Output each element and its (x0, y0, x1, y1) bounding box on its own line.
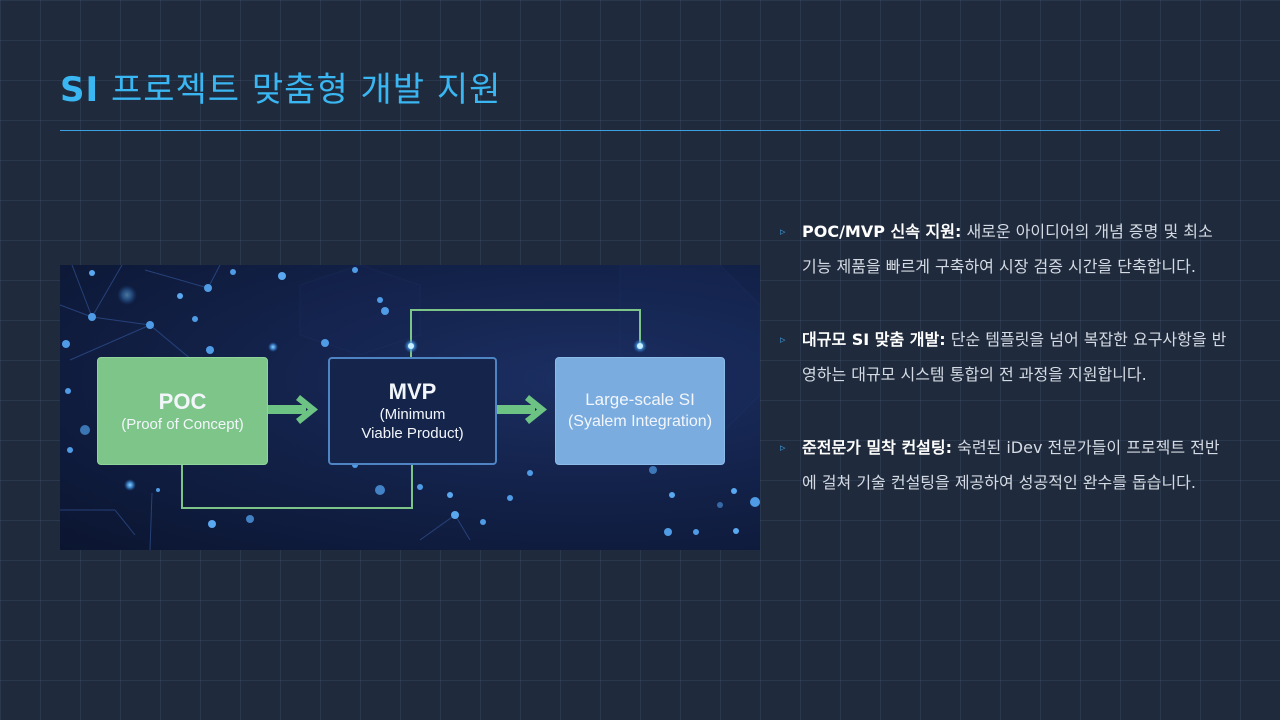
arrow-mvp-to-si (497, 395, 547, 424)
feature-text: 단순 템플릿을 넘어 복잡한 요구사항을 반영하는 대규모 시스템 통합의 전 … (802, 330, 1227, 384)
diagram-box-large-scale-si: Large-scale SI (Syalem Integration) (555, 357, 725, 465)
feature-label: 준전문가 밀착 컨설팅: (802, 438, 953, 457)
feature-text: 숙련된 iDev 전문가들이 프로젝트 전반에 걸쳐 기술 컨설팅을 제공하여 … (802, 438, 1220, 492)
feature-label: POC/MVP 신속 지원: (802, 222, 962, 241)
feature-text: 새로운 아이디어의 개념 증명 및 최소 기능 제품을 빠르게 구축하여 시장 … (802, 222, 1213, 276)
top-connector (410, 309, 641, 357)
mvp-subtitle-line-1: (Minimum (379, 406, 446, 423)
arrow-poc-to-mvp (268, 395, 318, 424)
feature-item-consulting: ▹ 준전문가 밀착 컨설팅: 숙련된 iDev 전문가들이 프로젝트 전반에 걸… (780, 430, 1230, 500)
page-title: SI 프로젝트 맞춤형 개발 지원 (60, 62, 501, 111)
feature-label: 대규모 SI 맞춤 개발: (802, 330, 946, 349)
page-title-prefix: SI (60, 70, 100, 110)
mvp-subtitle-line-2: Viable Product) (361, 425, 464, 442)
flow-diagram-image: POC (Proof of Concept) MVP (Minimum Viab… (60, 265, 760, 550)
feature-item-large-si: ▹ 대규모 SI 맞춤 개발: 단순 템플릿을 넘어 복잡한 요구사항을 반영하… (780, 322, 1230, 392)
diagram-box-poc: POC (Proof of Concept) (97, 357, 268, 465)
mvp-title: MVP (388, 379, 437, 404)
diagram-box-mvp: MVP (Minimum Viable Product) (328, 357, 497, 465)
si-title: Large-scale SI (585, 390, 695, 409)
feature-item-poc-mvp: ▹ POC/MVP 신속 지원: 새로운 아이디어의 개념 증명 및 최소 기능… (780, 214, 1230, 284)
triangle-bullet-icon: ▹ (780, 441, 786, 454)
page-title-rest: 프로젝트 맞춤형 개발 지원 (110, 70, 502, 110)
si-subtitle: (Syalem Integration) (567, 413, 713, 430)
bottom-connector (181, 465, 413, 509)
poc-subtitle: (Proof of Concept) (121, 415, 244, 433)
triangle-bullet-icon: ▹ (780, 225, 786, 238)
triangle-bullet-icon: ▹ (780, 333, 786, 346)
poc-title: POC (158, 388, 207, 414)
feature-list: ▹ POC/MVP 신속 지원: 새로운 아이디어의 개념 증명 및 최소 기능… (780, 214, 1230, 538)
title-divider (60, 130, 1220, 131)
